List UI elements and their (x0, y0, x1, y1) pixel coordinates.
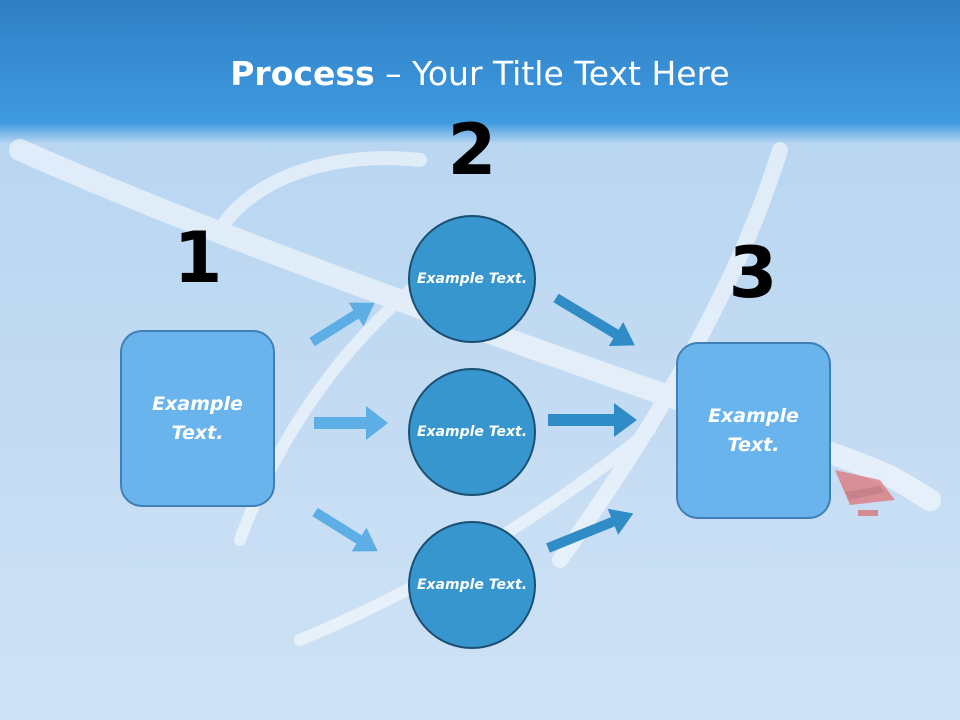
step-2-circle-bottom: Example Text. (408, 521, 536, 649)
title-bold: Process (230, 54, 375, 93)
step-2-text-top: Example Text. (416, 270, 528, 287)
step-number-1: 1 (173, 217, 223, 299)
step-2-circle-middle: Example Text. (408, 368, 536, 496)
arrow-2-bottom-to-3-icon (546, 508, 634, 553)
arrow-1-to-2-top-icon (309, 302, 375, 347)
biplane-icon (835, 470, 895, 516)
step-number-3: 3 (728, 232, 778, 314)
step-2-circle-top: Example Text. (408, 215, 536, 343)
step-3-box: Example Text. (676, 342, 831, 519)
slide-title: Process – Your Title Text Here (0, 52, 960, 96)
step-2-text-middle: Example Text. (416, 423, 528, 440)
arrow-1-to-2-bottom-icon (312, 507, 378, 552)
step-1-text: Example Text. (152, 392, 243, 444)
arrow-2-middle-to-3-icon (548, 403, 637, 437)
title-rest: – Your Title Text Here (374, 54, 730, 93)
arrow-2-top-to-3-icon (553, 293, 635, 347)
step-2-text-bottom: Example Text. (416, 576, 528, 593)
step-number-2: 2 (447, 109, 497, 191)
step-3-text: Example Text. (708, 404, 799, 456)
arrow-1-to-2-middle-icon (314, 406, 388, 440)
step-1-box: Example Text. (120, 330, 275, 507)
